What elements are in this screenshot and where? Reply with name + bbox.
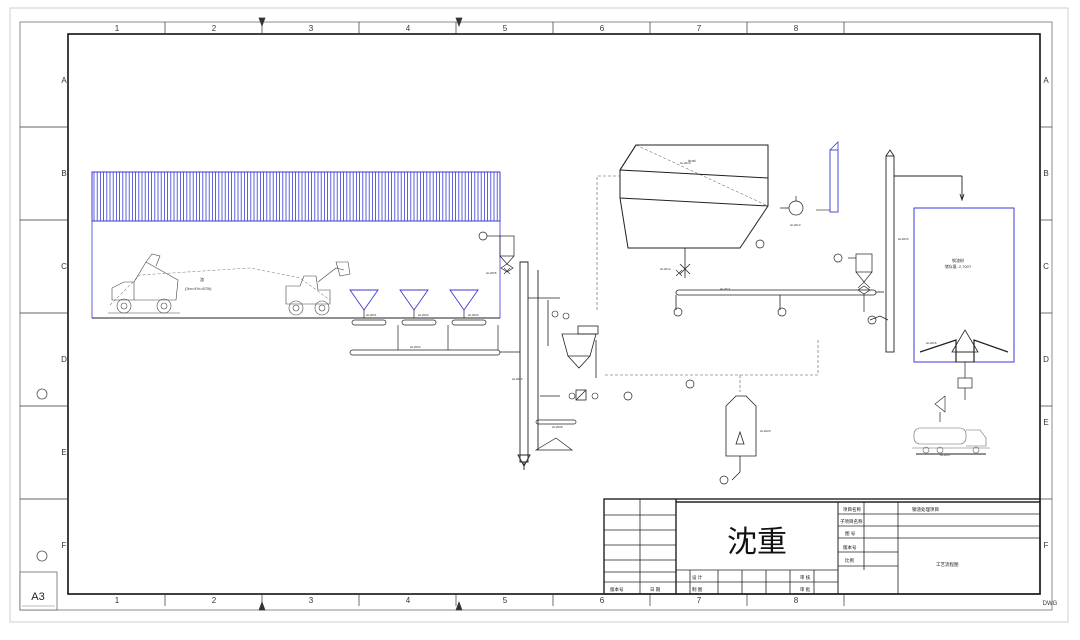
column-labels-bottom: 1 2 3 4 5 6 7 8: [115, 596, 799, 605]
svg-text:HL2010: HL2010: [680, 161, 691, 165]
row-label: F: [62, 541, 67, 550]
approve-label: 审 批: [800, 586, 811, 593]
company-name: 沈重: [727, 526, 787, 559]
col-label: 7: [697, 596, 702, 605]
svg-text:HL2013: HL2013: [790, 223, 801, 227]
sheet-size-box: [19, 571, 58, 611]
drawing-title: 工艺流程图: [936, 561, 959, 568]
scale-label: 比例: [845, 557, 854, 564]
zone-ticks: [20, 17, 1052, 611]
row-label: D: [1043, 355, 1049, 364]
col-label: 7: [697, 24, 702, 33]
draw-label: 制 图: [692, 586, 703, 593]
svg-text:HL2015: HL2015: [898, 237, 909, 241]
project-name-label: 项目名称: [843, 506, 861, 513]
air-ducts: [596, 175, 819, 392]
svg-text:渣: 渣: [200, 276, 204, 282]
row-label: C: [1043, 262, 1049, 271]
col-label: 2: [212, 596, 217, 605]
row-labels-left: A B C D E F: [61, 76, 67, 550]
product-silo: 钢渣粉 储存量: 2,700T: [913, 207, 1015, 422]
fan-icons: [623, 196, 877, 485]
row-label: A: [1043, 76, 1049, 85]
svg-text:dust: dust: [688, 158, 696, 163]
binder-hole: [36, 388, 48, 400]
dump-truck-icon: [108, 253, 180, 314]
col-label: 6: [600, 24, 605, 33]
sub-project-label: 子项目名称: [840, 518, 863, 525]
dust-collector-1: [478, 231, 515, 273]
svg-text:HL2006: HL2006: [512, 377, 523, 381]
col-label: 8: [794, 24, 799, 33]
col-label: 5: [503, 24, 508, 33]
col-label: 8: [794, 596, 799, 605]
outer-frame: [19, 21, 1053, 611]
title-block: [603, 498, 1041, 595]
col-label: 4: [406, 24, 411, 33]
wheel-loader-icon: [285, 261, 351, 316]
row-label: D: [61, 355, 67, 364]
svg-text:HL2008: HL2008: [552, 425, 563, 429]
col-label: 6: [600, 596, 605, 605]
corner-code: DWG: [1043, 601, 1058, 607]
col-label: 1: [115, 596, 120, 605]
feeders: [349, 310, 520, 356]
svg-text:HL2016: HL2016: [926, 341, 937, 345]
svg-text:储存量: 2,700T: 储存量: 2,700T: [945, 263, 972, 269]
project-name-value: 钢渣处理项目: [912, 506, 939, 513]
svg-text:HL2017: HL2017: [940, 453, 951, 457]
row-label: E: [61, 448, 66, 457]
check-label: 审 核: [800, 574, 811, 581]
svg-text:钢渣粉: 钢渣粉: [952, 257, 964, 263]
svg-text:HL2004: HL2004: [410, 345, 421, 349]
row-label: F: [1044, 541, 1049, 550]
binder-hole: [36, 550, 48, 562]
svg-text:HL2003: HL2003: [468, 313, 479, 317]
feed-hoppers: [349, 289, 479, 311]
version-label: 版本号: [843, 544, 857, 551]
date-label: 日 期: [650, 587, 661, 593]
col-label: 2: [212, 24, 217, 33]
svg-text:HL2002: HL2002: [418, 313, 429, 317]
row-label: E: [1043, 418, 1048, 427]
mill-unit: [528, 297, 599, 401]
row-label: A: [61, 76, 67, 85]
svg-text:HL2012: HL2012: [660, 267, 671, 271]
belt-conveyor-3: [534, 395, 577, 451]
row-label: B: [61, 169, 66, 178]
column-labels-top: 1 2 3 4 5 6 7 8: [115, 24, 799, 33]
col-label: 5: [503, 596, 508, 605]
row-labels-right: A B C D E F: [1043, 76, 1049, 550]
sheet-size-label: A3: [31, 591, 44, 603]
col-label: 1: [115, 24, 120, 33]
row-label: B: [1043, 169, 1048, 178]
col-label: 3: [309, 596, 314, 605]
row-label: C: [61, 262, 67, 271]
bucket-elevator-2: [885, 149, 965, 353]
paper-sheet: [9, 7, 1069, 623]
col-label: 3: [309, 24, 314, 33]
svg-text:(3m×4%=870t): (3m×4%=870t): [185, 286, 212, 291]
drawing-no-label: 图 号: [845, 531, 856, 537]
valves: [503, 267, 871, 400]
large-bunker: [619, 144, 769, 249]
inner-frame: [67, 33, 1041, 595]
storage-shed: 渣 (3m×4%=870t): [91, 171, 501, 319]
belt-conveyor-2: [675, 248, 884, 310]
svg-text:HL2011: HL2011: [720, 287, 731, 291]
svg-text:HL2001: HL2001: [366, 313, 377, 317]
exhaust-stack: [816, 141, 839, 213]
svg-text:HL2005: HL2005: [486, 271, 497, 275]
rev-label: 版本号: [610, 586, 624, 593]
col-label: 4: [406, 596, 411, 605]
svg-text:HL2020: HL2020: [760, 429, 771, 433]
hot-air-furnace: [725, 395, 757, 481]
title-block-labels: 项目名称 钢渣处理项目 子项目名称 图 号 版本号 比例 工艺流程图 设 计 制…: [610, 506, 959, 593]
design-label: 设 计: [692, 574, 703, 581]
tank-truck-icon: [912, 427, 990, 455]
